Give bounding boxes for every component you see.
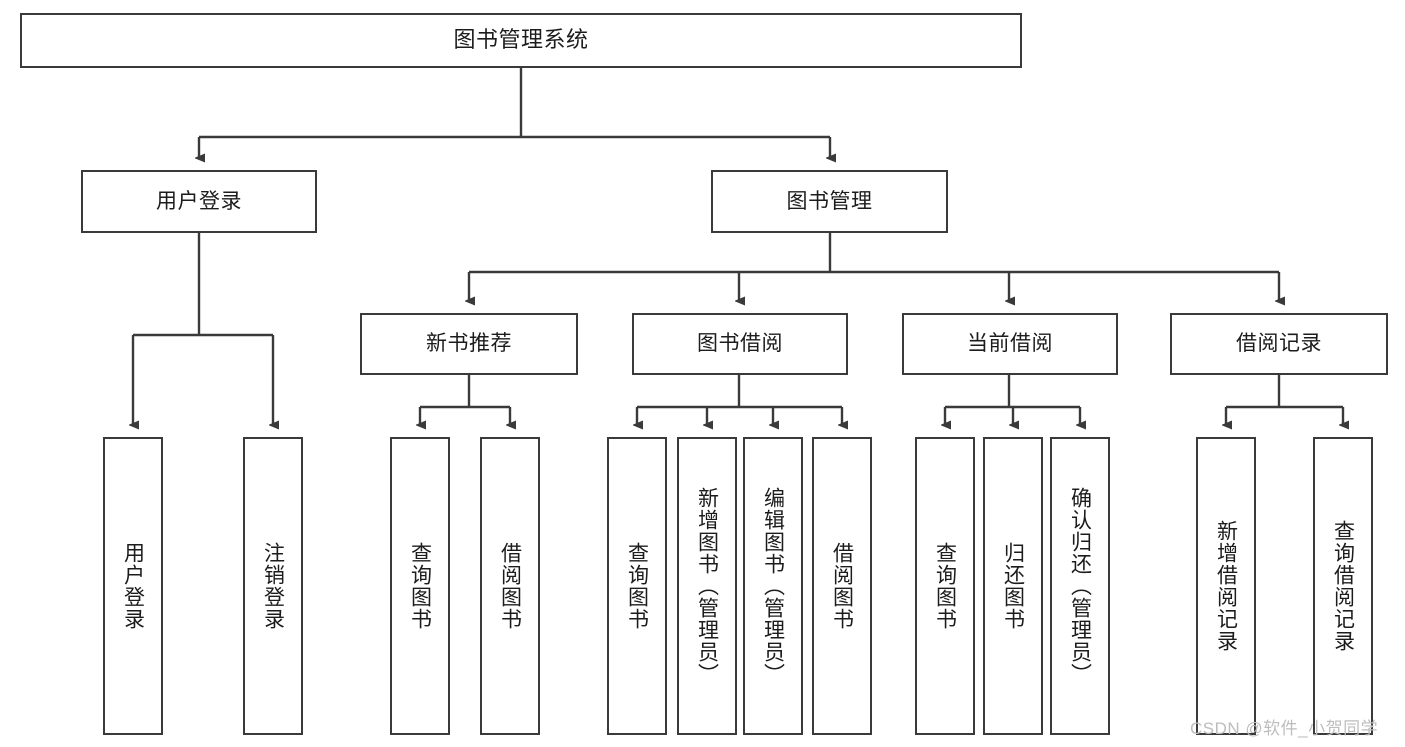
node-leaf-edit-book[interactable]: 编辑图书（管理员） — [743, 437, 803, 735]
node-leaf-borrow-book[interactable]: 借阅图书 — [812, 437, 872, 735]
node-book-manage[interactable]: 图书管理 — [711, 170, 948, 233]
node-leaf-logout[interactable]: 注销登录 — [243, 437, 303, 735]
node-leaf-borrow-book-label: 借阅图书 — [830, 542, 854, 630]
node-book-borrow-label: 图书借阅 — [697, 332, 783, 356]
node-leaf-confirm-return-label: 确认归还（管理员） — [1068, 487, 1092, 685]
node-leaf-add-book[interactable]: 新增图书（管理员） — [677, 437, 737, 735]
node-root[interactable]: 图书管理系统 — [20, 13, 1022, 68]
node-book-borrow[interactable]: 图书借阅 — [632, 313, 848, 375]
node-leaf-search-book-recommend-label: 查询图书 — [408, 542, 432, 630]
node-leaf-user-login-label: 用户登录 — [121, 542, 145, 630]
node-root-label: 图书管理系统 — [453, 27, 589, 53]
node-leaf-search-book-recommend[interactable]: 查询图书 — [390, 437, 450, 735]
node-leaf-return-book[interactable]: 归还图书 — [983, 437, 1043, 735]
node-leaf-user-login[interactable]: 用户登录 — [103, 437, 163, 735]
node-leaf-borrow-book-recommend-label: 借阅图书 — [498, 542, 522, 630]
node-leaf-add-book-label: 新增图书（管理员） — [695, 487, 719, 685]
node-leaf-borrow-book-recommend[interactable]: 借阅图书 — [480, 437, 540, 735]
node-leaf-search-borrow-record[interactable]: 查询借阅记录 — [1313, 437, 1373, 735]
node-borrow-record[interactable]: 借阅记录 — [1170, 313, 1388, 375]
node-borrow-record-label: 借阅记录 — [1236, 332, 1322, 356]
node-new-book-recommend[interactable]: 新书推荐 — [360, 313, 578, 375]
node-leaf-add-borrow-record-label: 新增借阅记录 — [1214, 520, 1238, 652]
node-leaf-return-book-label: 归还图书 — [1001, 542, 1025, 630]
node-current-borrow[interactable]: 当前借阅 — [902, 313, 1118, 375]
node-new-book-recommend-label: 新书推荐 — [426, 332, 512, 356]
node-user-login[interactable]: 用户登录 — [81, 170, 317, 233]
node-leaf-search-book-current-label: 查询图书 — [933, 542, 957, 630]
node-user-login-label: 用户登录 — [156, 189, 242, 213]
node-book-manage-label: 图书管理 — [786, 189, 873, 213]
node-leaf-add-borrow-record[interactable]: 新增借阅记录 — [1196, 437, 1256, 735]
node-leaf-confirm-return[interactable]: 确认归还（管理员） — [1050, 437, 1110, 735]
node-leaf-search-borrow-record-label: 查询借阅记录 — [1331, 520, 1355, 652]
node-leaf-search-book-label: 查询图书 — [625, 542, 649, 630]
node-leaf-edit-book-label: 编辑图书（管理员） — [761, 487, 785, 685]
node-leaf-logout-label: 注销登录 — [261, 542, 285, 630]
node-leaf-search-book[interactable]: 查询图书 — [607, 437, 667, 735]
node-current-borrow-label: 当前借阅 — [967, 332, 1053, 356]
node-leaf-search-book-current[interactable]: 查询图书 — [915, 437, 975, 735]
